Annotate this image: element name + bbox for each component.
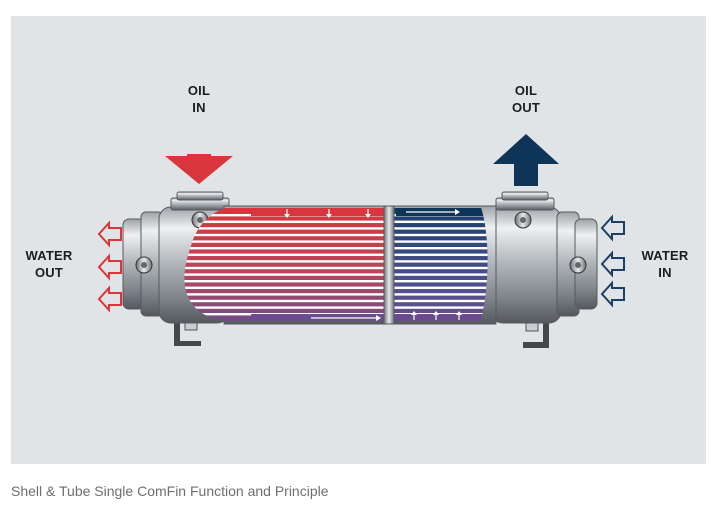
water-out-label-line2: OUT: [34, 265, 64, 280]
oil-in-arrow-icon: [165, 154, 233, 184]
heat-exchanger-diagram: [97, 134, 625, 348]
water-out-label-line1: WATER: [25, 248, 73, 263]
water-in-label-line1: WATER: [641, 248, 689, 263]
oil-out-label-line1: OIL: [514, 83, 538, 98]
water-out-arrows-icon: [97, 220, 122, 313]
oil-in-label-line2: IN: [192, 100, 206, 115]
flow-arrows: [284, 209, 462, 321]
figure-caption: Shell & Tube Single ComFin Function and …: [11, 483, 329, 499]
oil-out-label-line2: OUT: [511, 100, 541, 115]
oil-outlet-nozzle: [495, 191, 555, 229]
water-in-label-line2: IN: [658, 265, 672, 280]
oil-out-label: OIL OUT: [501, 82, 551, 116]
oil-out-arrow-icon: [493, 134, 559, 186]
water-out-label: WATER OUT: [17, 247, 81, 281]
water-in-arrows-icon: [600, 214, 625, 308]
water-in-label: WATER IN: [633, 247, 697, 281]
shell-body: [184, 205, 497, 325]
right-end-cap: [490, 206, 598, 324]
diagram-panel: OIL IN OIL OUT WATER OUT WATER IN: [11, 16, 706, 464]
oil-in-label-line1: OIL: [187, 83, 211, 98]
oil-in-label: OIL IN: [176, 82, 222, 116]
